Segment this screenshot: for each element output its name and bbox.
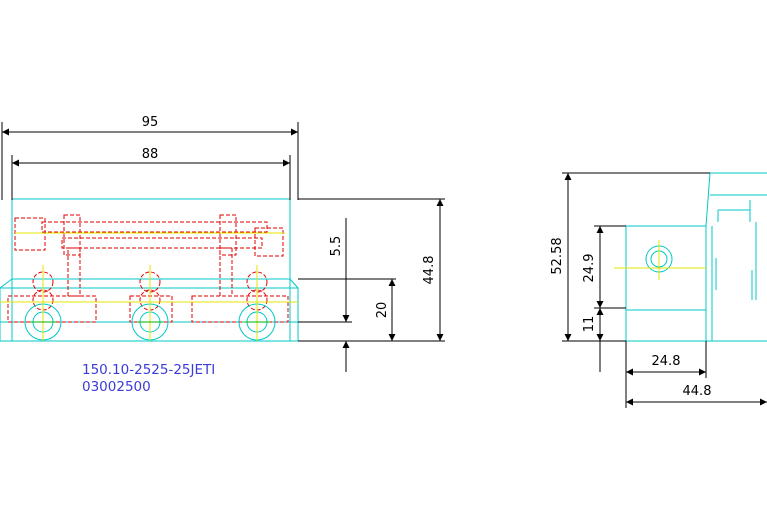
dimension-95: 95 [1, 115, 299, 200]
dim-text-95: 95 [142, 115, 159, 130]
dim-text-52-58: 52.58 [550, 237, 565, 274]
side-view: 52.58 24.9 11 24.8 44.8 [550, 172, 767, 408]
part-number-label: 150.10-2525-25JETI [82, 362, 215, 378]
part-code-label: 03002500 [82, 379, 151, 395]
dimension-11: 11 [582, 308, 604, 372]
dimension-88: 88 [11, 147, 291, 200]
side-view-hole [614, 240, 706, 280]
dimension-24-8: 24.8 [625, 341, 707, 408]
dimension-20: 20 [298, 278, 396, 341]
dim-text-20: 20 [375, 302, 390, 319]
front-view: 95 88 44.8 20 5.5 150.10-2525-25JETI 030 [0, 115, 445, 395]
dim-text-44-8-front: 44.8 [422, 256, 437, 285]
dimension-44-8-side: 44.8 [626, 384, 767, 406]
dimension-44-8-front: 44.8 [298, 198, 445, 342]
dimension-5-5: 5.5 [298, 218, 352, 372]
dimension-24-9: 24.9 [582, 225, 626, 309]
side-view-outline [625, 172, 767, 342]
dim-text-24-9: 24.9 [582, 254, 597, 283]
dim-text-44-8-side: 44.8 [683, 384, 712, 399]
dim-text-24-8: 24.8 [652, 354, 681, 369]
dim-text-5-5: 5.5 [329, 236, 344, 257]
front-view-center-lines [0, 232, 298, 341]
dimension-52-58: 52.58 [550, 172, 710, 342]
dim-text-11: 11 [582, 316, 597, 333]
dim-text-88: 88 [142, 147, 159, 162]
